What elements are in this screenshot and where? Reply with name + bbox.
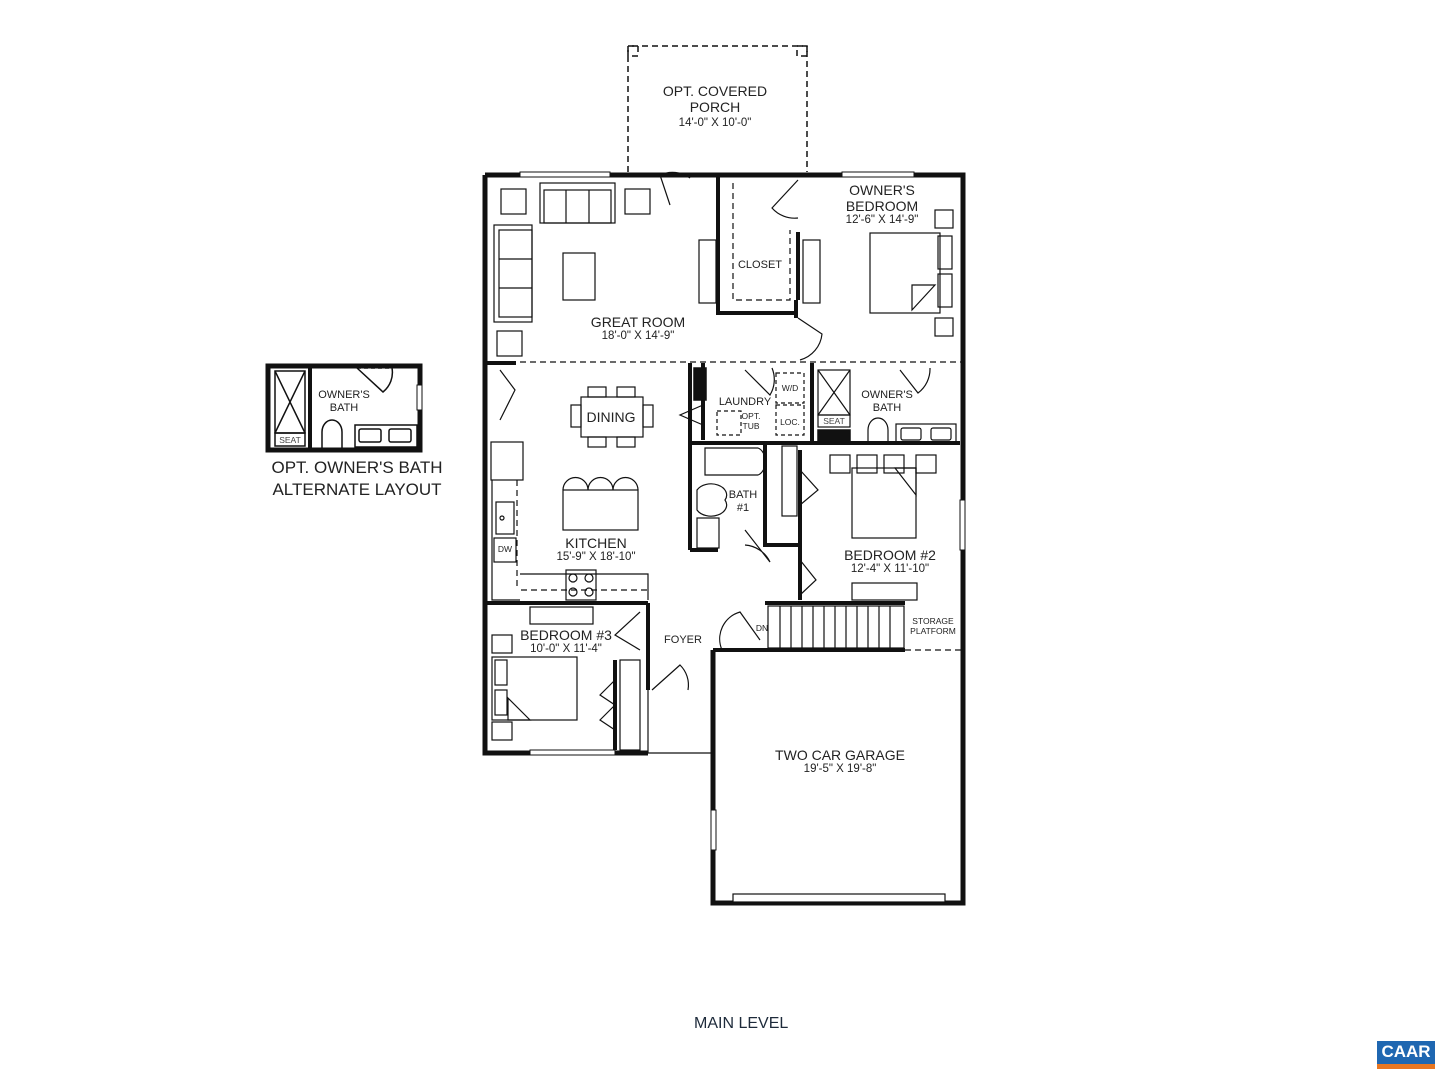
kitchen-label: KITCHEN 15'-9" X 18'-10" xyxy=(556,535,636,564)
interior-walls xyxy=(485,177,965,750)
alt-owners-bath-label: OWNER'S BATH xyxy=(318,389,370,414)
storage-platform-label: STORAGE PLATFORM xyxy=(910,616,956,636)
foyer-label: FOYER xyxy=(664,634,702,646)
dining-table xyxy=(570,386,654,448)
owners-bath-seat-label: SEAT xyxy=(823,416,845,426)
linen-closet-label: LOC. xyxy=(780,417,800,427)
dashed-separators xyxy=(500,183,963,651)
level-title: MAIN LEVEL xyxy=(694,1015,789,1032)
dining-label: DINING xyxy=(586,409,636,425)
caar-logo: CAAR xyxy=(1377,1041,1435,1069)
alt-seat-label: SEAT xyxy=(279,435,301,445)
great-room-furniture xyxy=(493,182,821,357)
logo-accent-bar xyxy=(1377,1064,1435,1069)
kitchen-fixtures xyxy=(490,441,649,601)
owners-bath-fixtures xyxy=(817,369,957,444)
bedroom-2-furniture xyxy=(829,454,937,601)
bath-1-label: BATH #1 xyxy=(728,489,758,514)
foyer-entry xyxy=(647,690,713,754)
laundry-fixtures xyxy=(716,372,805,436)
bedroom-2-label: BEDROOM #2 12'-4" X 11'-10" xyxy=(844,547,936,576)
owners-bedroom-label: OWNER'S BEDROOM 12'-6" X 14'-9" xyxy=(845,182,919,227)
opt-tub-label: OPT. TUB xyxy=(741,411,761,431)
washer-dryer-label: W/D xyxy=(781,383,799,393)
staircase xyxy=(767,605,905,649)
owners-bedroom-furniture xyxy=(869,209,954,337)
laundry-label: LAUNDRY xyxy=(718,396,772,408)
bedroom-3-furniture xyxy=(491,606,641,751)
porch-outline xyxy=(627,45,808,172)
alt-layout-caption: OPT. OWNER'S BATH ALTERNATE LAYOUT xyxy=(271,458,443,499)
garage-label: TWO CAR GARAGE 19'-5" X 19'-8" xyxy=(775,747,905,776)
owners-bath-label: OWNER'S BATH xyxy=(861,389,913,414)
bedroom-3-label: BEDROOM #3 10'-0" X 11'-4" xyxy=(520,627,612,656)
porch-label: OPT. COVERED PORCH 14'-0" X 10'-0" xyxy=(662,83,768,130)
closet-label: CLOSET xyxy=(737,259,783,271)
dishwasher-label: DW xyxy=(497,544,513,554)
garage-door xyxy=(732,893,946,903)
stairs-down-label: DN xyxy=(755,623,769,633)
bath-1-fixtures xyxy=(696,445,798,549)
door-swings xyxy=(499,171,931,731)
great-room-label: GREAT ROOM 18'-0" X 14'-9" xyxy=(590,314,686,343)
alt-owners-bath-drawing xyxy=(265,363,423,453)
windows xyxy=(519,171,966,851)
